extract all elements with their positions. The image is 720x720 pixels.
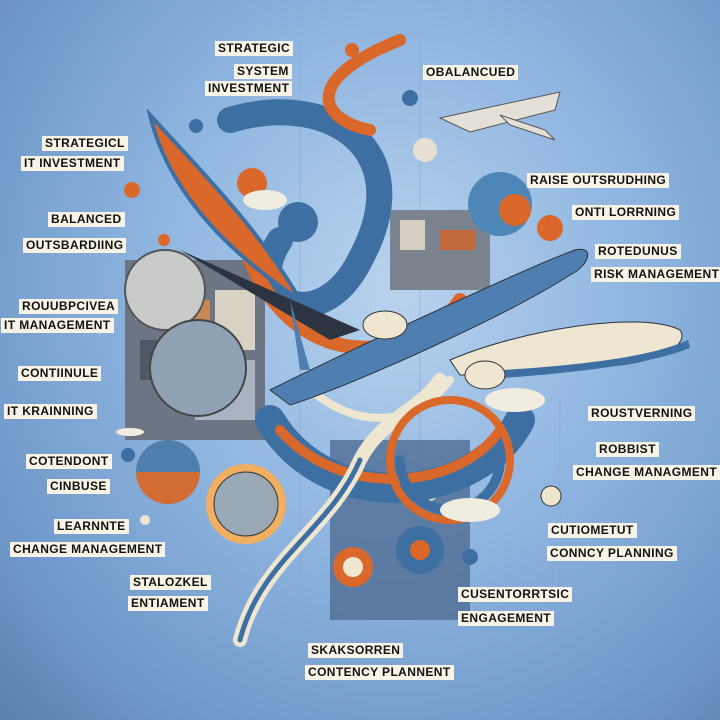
label-conncy-planning: CONNCY PLANNING xyxy=(547,546,677,561)
label-robbist: ROBBIST xyxy=(596,442,659,457)
label-skaksorren: SKAKSORREN xyxy=(308,643,404,658)
label-system: SYSTEM xyxy=(234,64,292,79)
feather-shape xyxy=(146,107,302,302)
clouds xyxy=(116,190,545,522)
label-investment: INVESTMENT xyxy=(205,81,293,96)
label-it-management: IT MANAGEMENT xyxy=(1,318,114,333)
label-cusentorrtsic: CUSENTORRTSIC xyxy=(458,587,573,602)
label-outsbardiing: OUTSBARDIING xyxy=(23,238,127,253)
label-balanced: BALANCED xyxy=(48,212,125,227)
label-cinbuse: CINBUSE xyxy=(47,479,110,494)
large-airplane xyxy=(180,248,690,406)
label-raise-outsrudhing: RAISE OUTSRUDHING xyxy=(527,173,670,188)
label-roustverning: ROUSTVERNING xyxy=(588,406,696,421)
label-rouubpcivea: ROUUBPCIVEA xyxy=(19,299,119,314)
label-cutiometut: CUTIOMETUT xyxy=(548,523,637,538)
label-rotedunus: ROTEDUNUS xyxy=(595,244,681,259)
label-cotendont: COTENDONT xyxy=(26,454,112,469)
label-obalancued: OBALANCUED xyxy=(423,65,519,80)
label-strategic: STRATEGIC xyxy=(215,41,294,56)
label-engagement: ENGAGEMENT xyxy=(458,611,555,626)
label-continule: CONTIINULE xyxy=(18,366,102,381)
label-onti-lorrning: ONTI LORRNING xyxy=(572,205,680,220)
label-it-investment: IT INVESTMENT xyxy=(21,156,124,171)
spheres xyxy=(121,43,563,587)
label-stalozkel: STALOZKEL xyxy=(130,575,211,590)
label-entiament: ENTIAMENT xyxy=(128,596,208,611)
label-it-krainning: IT KRAINNING xyxy=(4,404,97,419)
small-airplane xyxy=(438,91,561,141)
label-change-managment: CHANGE MANAGMENT xyxy=(573,465,720,480)
label-change-management: CHANGE MANAGEMENT xyxy=(10,542,166,557)
label-contency-plannent: CONTENCY PLANNENT xyxy=(305,665,454,680)
label-risk-management: RISK MANAGEMENT xyxy=(591,267,720,282)
label-strategicl: STRATEGICL xyxy=(42,136,128,151)
label-learnnte: LEARNNTE xyxy=(54,519,129,534)
